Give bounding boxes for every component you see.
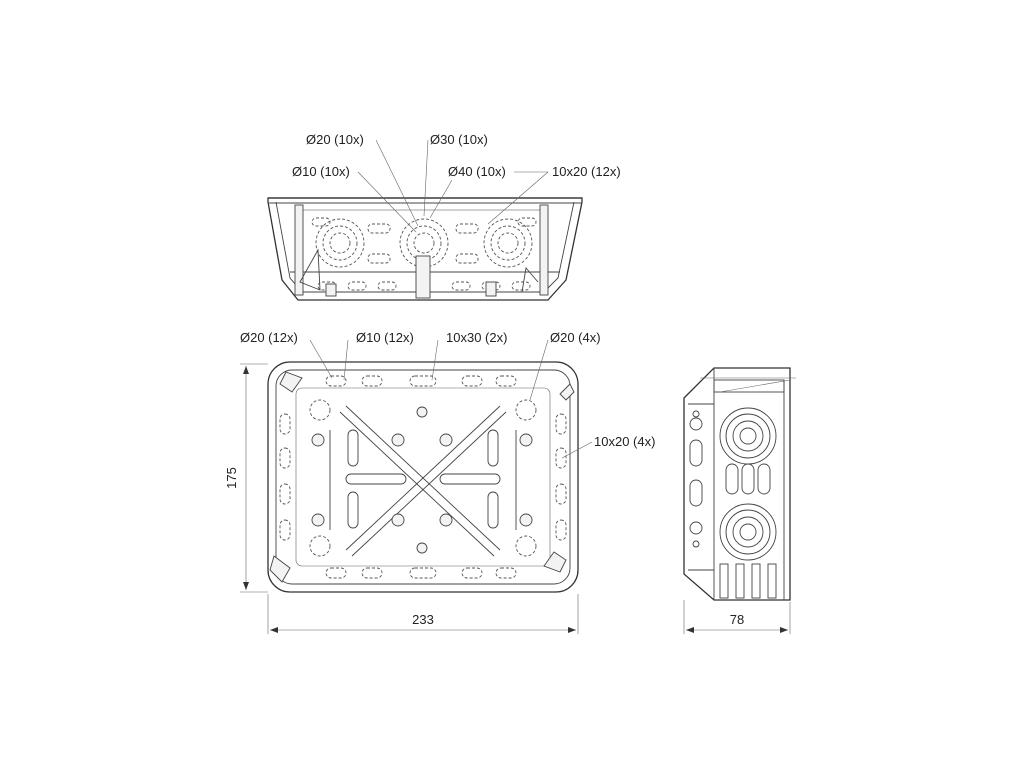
label-d20-10x: Ø20 (10x)	[306, 132, 364, 147]
label-d20-4x: Ø20 (4x)	[550, 330, 601, 345]
side-view-knockouts	[689, 407, 777, 561]
front-knockouts	[311, 217, 537, 291]
top-view-perimeter-knockouts	[279, 375, 567, 579]
top-view-screw-posts	[311, 406, 533, 554]
label-d20-12x: Ø20 (12x)	[240, 330, 298, 345]
label-d40-10x: Ø40 (10x)	[448, 164, 506, 179]
label-d30-10x: Ø30 (10x)	[430, 132, 488, 147]
front-view: Ø20 (10x) Ø30 (10x) Ø10 (10x) Ø40 (10x) …	[267, 132, 621, 301]
label-slot-12x: 10x20 (12x)	[552, 164, 621, 179]
top-view: Ø20 (12x) Ø10 (12x) 10x30 (2x) Ø20 (4x) …	[224, 330, 655, 634]
dimension-depth: 78	[730, 612, 744, 627]
dimension-width: 233	[412, 612, 434, 627]
dimension-height: 175	[224, 467, 239, 489]
label-slot-side-4x: 10x20 (4x)	[594, 434, 655, 449]
side-view: 78	[683, 367, 796, 634]
label-slot-10x30: 10x30 (2x)	[446, 330, 507, 345]
top-view-ribs	[329, 405, 517, 557]
label-d10-10x: Ø10 (10x)	[292, 164, 350, 179]
label-d10-12x: Ø10 (12x)	[356, 330, 414, 345]
